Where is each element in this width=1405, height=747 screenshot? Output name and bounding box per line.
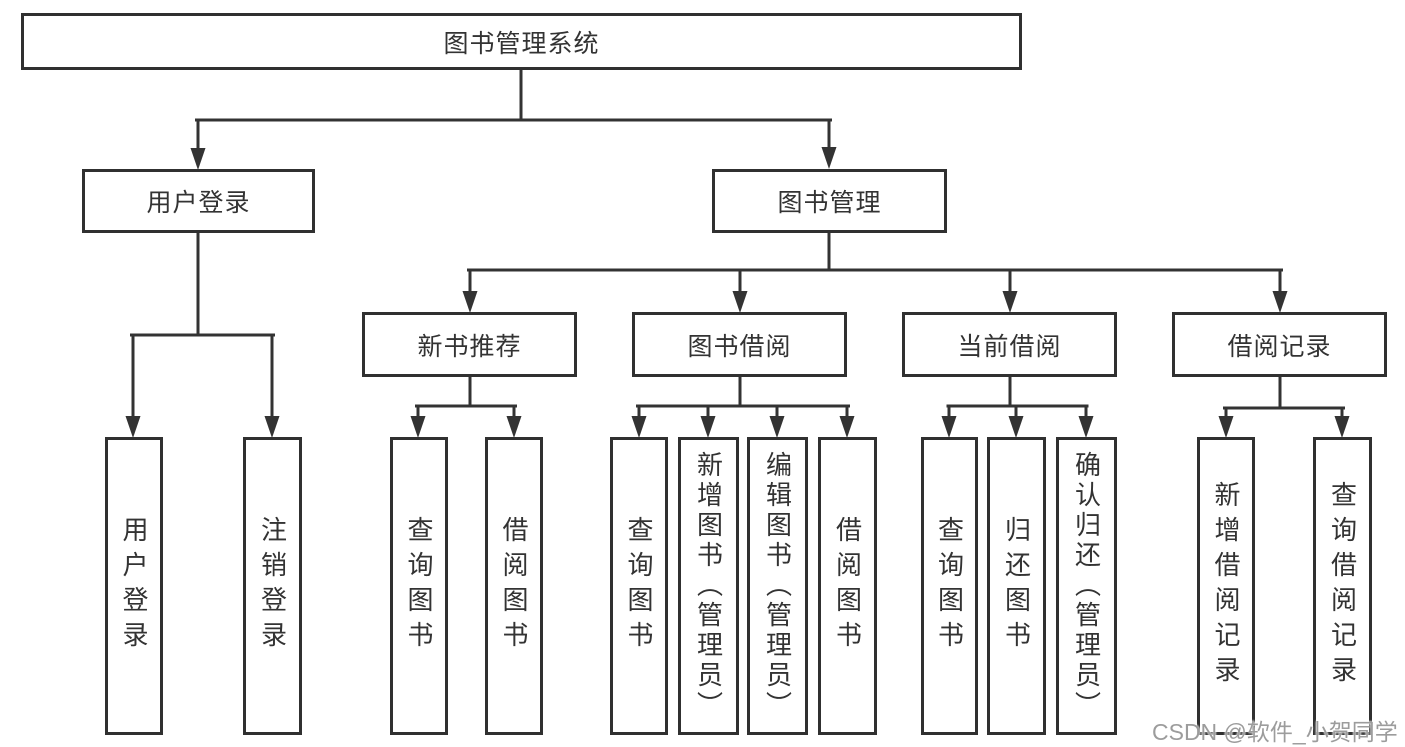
arrowhead <box>264 416 280 438</box>
arrowheads <box>125 147 1350 438</box>
arrowhead <box>1002 291 1018 313</box>
leaf-user-login: 用户登录 <box>105 437 163 735</box>
connector-root-to-level2 <box>195 68 832 154</box>
node-current-borrow: 当前借阅 <box>902 312 1117 377</box>
watermark: CSDN @软件_小贺同学 <box>1152 719 1398 745</box>
node-user-login: 用户登录 <box>82 169 315 233</box>
arrowhead <box>1334 416 1350 438</box>
arrowhead <box>1218 416 1234 438</box>
leaf-query-books-borrow-label: 查询图书 <box>624 516 654 656</box>
arrowhead <box>1272 291 1288 313</box>
leaf-return-book-label: 归还图书 <box>1001 516 1032 656</box>
arrowhead <box>1008 416 1024 438</box>
leaf-edit-book-admin: 编辑图书（管理员） <box>747 437 808 735</box>
connector-current-to-leaves <box>946 375 1089 422</box>
arrowhead <box>769 416 785 438</box>
leaf-borrow-books-recommend: 借阅图书 <box>485 437 543 735</box>
leaf-borrow-books-label: 借阅图书 <box>832 516 863 656</box>
connector-borrow-to-leaves <box>636 375 850 422</box>
connector-records-to-leaves <box>1223 375 1345 422</box>
leaf-add-borrow-record-label: 新增借阅记录 <box>1211 481 1241 691</box>
node-current-borrow-label: 当前借阅 <box>957 332 1062 361</box>
arrowhead <box>941 416 957 438</box>
node-root-label: 图书管理系统 <box>443 29 600 58</box>
leaf-query-borrow-record-label: 查询借阅记录 <box>1327 481 1358 691</box>
leaf-query-books-current-label: 查询图书 <box>934 516 965 656</box>
node-borrow-records-label: 借阅记录 <box>1227 332 1332 361</box>
leaf-query-books-current: 查询图书 <box>921 437 978 735</box>
arrowhead <box>190 148 206 170</box>
connector-userlogin-to-leaves <box>130 231 275 422</box>
leaf-add-book-admin-label: 新增图书（管理员） <box>693 451 724 721</box>
arrowhead <box>410 416 426 438</box>
node-new-book-recommend-label: 新书推荐 <box>417 332 522 361</box>
leaf-borrow-books-recommend-label: 借阅图书 <box>499 516 529 656</box>
arrowhead <box>506 416 522 438</box>
node-root: 图书管理系统 <box>21 13 1022 70</box>
arrowhead <box>631 416 647 438</box>
node-user-login-label: 用户登录 <box>146 189 251 217</box>
leaf-confirm-return-admin-label: 确认归还（管理员） <box>1071 451 1102 721</box>
arrowhead <box>732 291 748 313</box>
node-book-borrow-label: 图书借阅 <box>687 332 792 361</box>
arrowhead <box>125 416 141 438</box>
leaf-add-borrow-record: 新增借阅记录 <box>1197 437 1255 735</box>
leaf-logout-label: 注销登录 <box>257 516 288 656</box>
arrowhead <box>462 291 478 313</box>
node-book-management: 图书管理 <box>712 169 947 233</box>
connector-newbook-to-leaves <box>415 375 517 422</box>
leaf-user-login-label: 用户登录 <box>119 516 149 656</box>
leaf-query-books-recommend-label: 查询图书 <box>404 516 434 656</box>
leaf-query-books-borrow: 查询图书 <box>610 437 668 735</box>
connector-bookmgmt-to-level3 <box>467 231 1283 297</box>
leaf-confirm-return-admin: 确认归还（管理员） <box>1056 437 1117 735</box>
node-borrow-records: 借阅记录 <box>1172 312 1387 377</box>
arrowhead <box>700 416 716 438</box>
leaf-edit-book-admin-label: 编辑图书（管理员） <box>762 451 793 721</box>
leaf-borrow-books: 借阅图书 <box>818 437 877 735</box>
leaf-add-book-admin: 新增图书（管理员） <box>678 437 739 735</box>
leaf-return-book: 归还图书 <box>987 437 1046 735</box>
node-book-management-label: 图书管理 <box>777 189 882 217</box>
node-new-book-recommend: 新书推荐 <box>362 312 577 377</box>
node-book-borrow: 图书借阅 <box>632 312 847 377</box>
arrowhead <box>839 416 855 438</box>
leaf-query-books-recommend: 查询图书 <box>390 437 448 735</box>
arrowhead <box>821 147 837 169</box>
leaf-logout: 注销登录 <box>243 437 302 735</box>
arrowhead <box>1078 416 1094 438</box>
leaf-query-borrow-record: 查询借阅记录 <box>1313 437 1372 735</box>
